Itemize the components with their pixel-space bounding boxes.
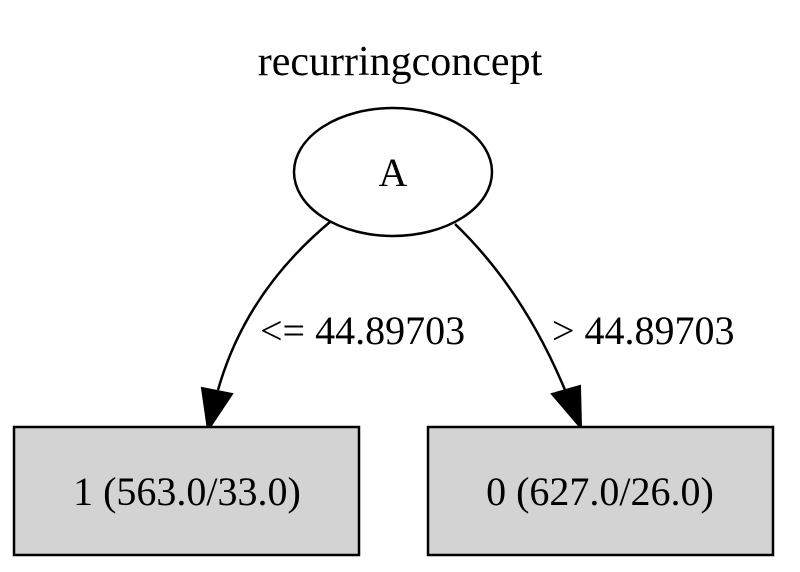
- edge-right-line: [454, 223, 567, 391]
- edge-right: > 44.89703: [454, 223, 735, 431]
- leaf-node-left-label: 1 (563.0/33.0): [73, 469, 301, 514]
- edge-right-label: > 44.89703: [552, 308, 735, 353]
- edge-left-line: [216, 221, 331, 391]
- leaf-node-left: 1 (563.0/33.0): [12, 425, 361, 557]
- root-node-shape: [292, 106, 494, 238]
- root-node: A: [292, 106, 494, 238]
- leaf-node-right-box: [426, 425, 775, 557]
- leaf-node-right-label: 0 (627.0/26.0): [486, 469, 714, 514]
- leaf-node-right: 0 (627.0/26.0): [426, 425, 775, 557]
- edge-left-label: <= 44.89703: [260, 308, 465, 353]
- diagram-title: recurringconcept: [258, 39, 543, 85]
- edge-right-arrowhead: [550, 384, 583, 431]
- leaf-node-left-box: [12, 425, 361, 557]
- edge-left-arrowhead: [200, 386, 234, 433]
- edge-left: <= 44.89703: [200, 221, 465, 433]
- root-node-label: A: [379, 150, 408, 195]
